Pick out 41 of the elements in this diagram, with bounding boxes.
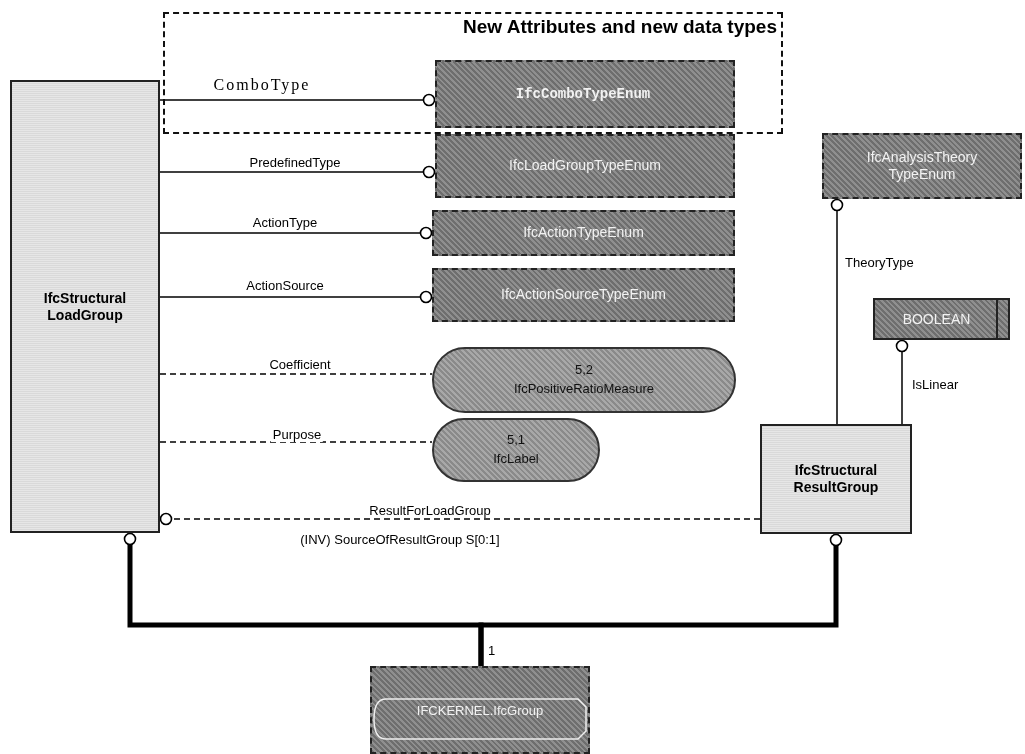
relationship-line — [159, 165, 436, 179]
type-name: 5,2 — [574, 361, 594, 380]
inverse-attribute-label: (INV) SourceOfResultGroup S[0:1] — [298, 533, 502, 548]
type-name: IfcActionTypeEnum — [523, 224, 644, 242]
group-heading: New Attributes and new data types — [463, 15, 778, 38]
entity-box — [10, 80, 160, 533]
entity-box — [760, 424, 912, 534]
attribute-label: Purpose — [270, 428, 324, 443]
enumeration-box — [435, 134, 735, 198]
type-name: 5,1 — [506, 431, 526, 450]
type-name: IfcLabel — [493, 450, 539, 468]
type-name: IfcPositiveRatioMeasure — [513, 380, 655, 398]
enumeration-box — [432, 268, 735, 322]
relationship-line — [159, 290, 433, 304]
relationship-line — [159, 373, 433, 375]
type-name: IfcAnalysisTheory TypeEnum — [865, 148, 979, 184]
relationship-line — [159, 93, 436, 107]
relationship-line — [159, 441, 433, 443]
type-name: IFCKERNEL.IfcGroup — [416, 702, 544, 718]
simple-type-box — [873, 298, 1010, 340]
relationship-line — [478, 533, 843, 666]
relationship-line — [830, 198, 844, 425]
relationship-line — [159, 512, 761, 526]
type-name: IfcComboTypeEnum — [515, 85, 652, 104]
relationship-line — [159, 226, 433, 240]
type-name: IfcStructural LoadGroup — [42, 289, 128, 324]
attribute-label: ActionType — [250, 216, 320, 231]
dashed-group-frame — [163, 12, 783, 134]
type-name: IfcStructural ResultGroup — [792, 462, 880, 496]
relationship-line — [895, 339, 909, 425]
defined-type-box — [432, 418, 600, 482]
attribute-label: TheoryType — [843, 256, 916, 271]
enumeration-box — [432, 210, 735, 256]
schema-reference-box — [370, 666, 590, 754]
enumeration-box — [822, 133, 1022, 199]
type-name: IfcActionSourceTypeEnum — [501, 286, 666, 304]
enumeration-box — [435, 60, 735, 128]
type-name: BOOLEAN — [902, 311, 972, 327]
type-name: IfcLoadGroupTypeEnum — [509, 157, 661, 175]
attribute-label: ResultForLoadGroup — [367, 504, 493, 519]
attribute-label: PredefinedType — [247, 156, 343, 171]
